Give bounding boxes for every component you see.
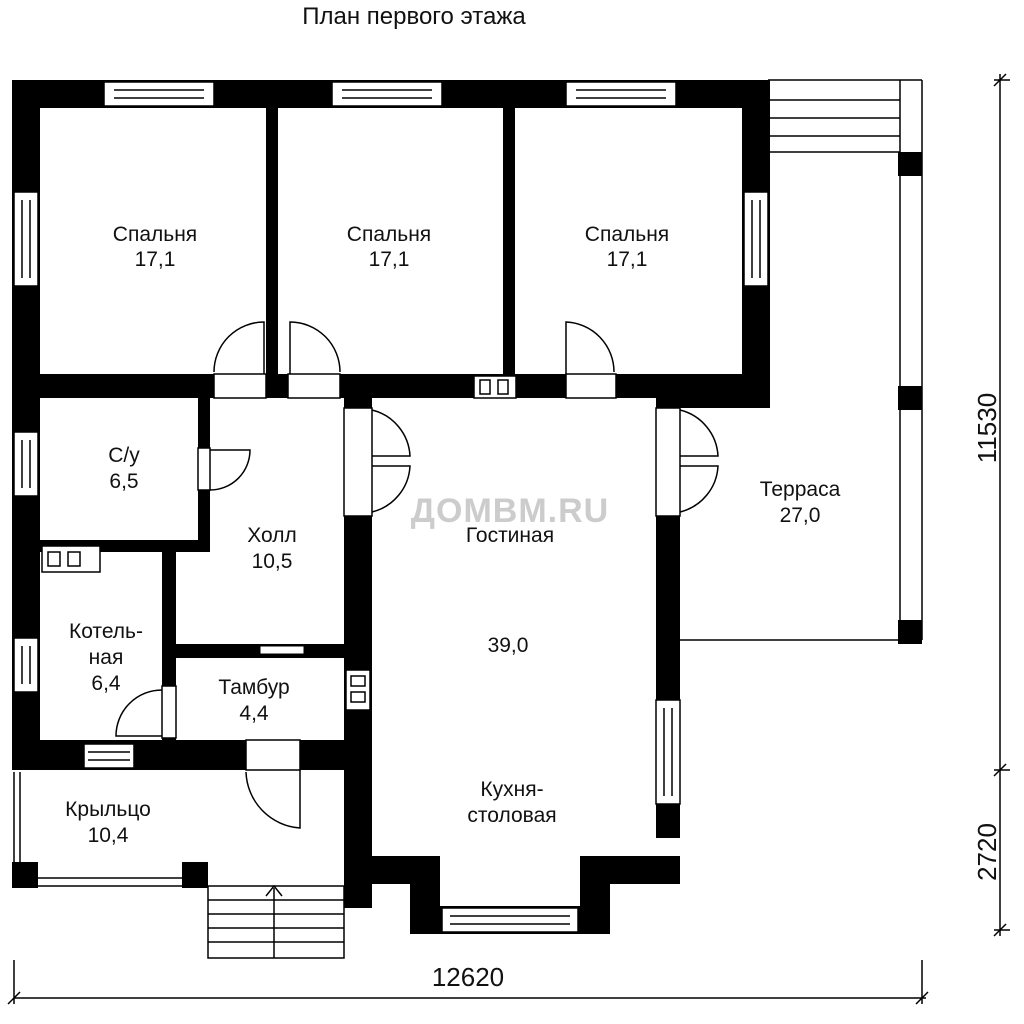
dimension-width: 12620 — [432, 962, 504, 992]
bedroom1-area: 17,1 — [135, 248, 176, 271]
bedroom1-name: Спальня — [113, 223, 197, 246]
hall-area: 10,5 — [252, 550, 293, 573]
bedroom3-name: Спальня — [585, 223, 669, 246]
bathroom-area: 6,5 — [109, 470, 138, 493]
kitchen-name-line1: Кухня- — [480, 778, 543, 801]
terrace-name: Терраса — [760, 478, 841, 501]
bedroom2-area: 17,1 — [369, 248, 410, 271]
vestibule-name: Тамбур — [218, 676, 289, 699]
bedroom3-area: 17,1 — [607, 248, 648, 271]
porch-area: 10,4 — [88, 824, 129, 847]
boiler-name-line1: Котель- — [69, 620, 143, 643]
bedroom2-name: Спальня — [347, 223, 431, 246]
boiler-area: 6,4 — [91, 672, 121, 695]
dimension-lines: 12620 11530 2720 — [7, 73, 1010, 1005]
dimension-height-main: 11530 — [972, 393, 1002, 463]
vestibule-area: 4,4 — [239, 702, 269, 725]
hall-name: Холл — [247, 524, 297, 547]
plan-title: План первого этажа — [302, 3, 526, 30]
doors — [115, 321, 719, 829]
boiler-name-line2: ная — [89, 646, 124, 669]
living-area: 39,0 — [488, 634, 529, 657]
kitchen-name-line2: столовая — [467, 804, 556, 827]
terrace-area: 27,0 — [780, 504, 821, 527]
living-name: Гостиная — [466, 524, 554, 547]
bathroom-name: С/у — [108, 444, 140, 467]
porch-stairs — [207, 884, 345, 959]
room-labels: Спальня 17,1 Спальня 17,1 Спальня 17,1 С… — [65, 223, 840, 847]
watermark: ДОМВМ.RU — [411, 492, 609, 530]
terrace-structure — [680, 79, 923, 644]
dimension-height-porch: 2720 — [972, 823, 1002, 881]
vent-shafts — [41, 375, 517, 711]
porch-name: Крыльцо — [65, 798, 151, 821]
windows — [13, 81, 769, 933]
